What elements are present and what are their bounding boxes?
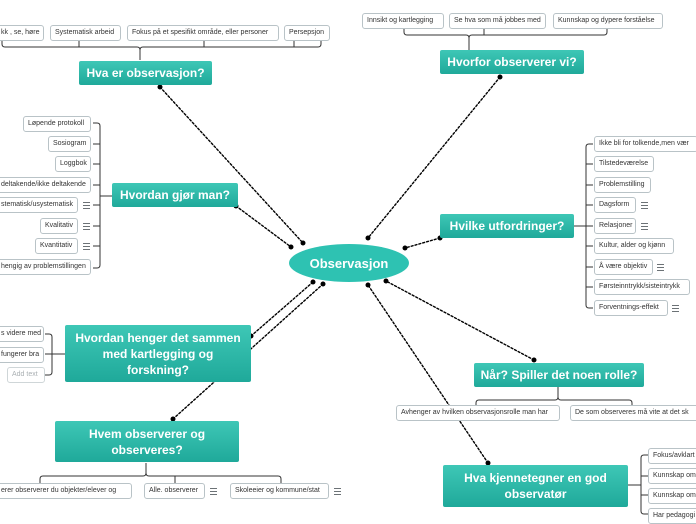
add-text-placeholder[interactable]: Add text: [7, 367, 45, 383]
note-icon[interactable]: [83, 202, 90, 209]
leaf-hvorfor-2[interactable]: Kunnskap og dypere forståelse: [553, 13, 663, 29]
leaf-utfordringer-8[interactable]: Forventnings-effekt: [594, 300, 668, 316]
leaf-hvem-0[interactable]: erer observerer du objekter/elever og: [0, 483, 132, 499]
leaf-hva-3[interactable]: Persepsjon: [284, 25, 330, 41]
branch-hvem-observerer[interactable]: Hvem observerer og observeres?: [55, 421, 239, 462]
leaf-hvordan-1[interactable]: Sosiogram: [48, 136, 91, 152]
leaf-kjennetegn-1[interactable]: Kunnskap om: [648, 468, 696, 484]
leaf-henger-1[interactable]: fungerer bra: [0, 347, 44, 363]
leaf-hvordan-6[interactable]: Kvantitativ: [35, 238, 78, 254]
leaf-hva-1[interactable]: Systematisk arbeid: [50, 25, 121, 41]
leaf-utfordringer-5[interactable]: Kultur, alder og kjønn: [594, 238, 674, 254]
leaf-hvem-2[interactable]: Skoleeier og kommune/stat: [230, 483, 329, 499]
branch-hvorfor-observerer-vi[interactable]: Hvorfor observerer vi?: [440, 50, 584, 74]
note-icon[interactable]: [83, 243, 90, 250]
leaf-utfordringer-2[interactable]: Problemstilling: [594, 177, 651, 193]
leaf-hvordan-2[interactable]: Loggbok: [55, 156, 91, 172]
note-icon[interactable]: [672, 305, 679, 312]
leaf-hva-2[interactable]: Fokus på et spesifikt område, eller pers…: [127, 25, 279, 41]
branch-hvordan-gjor-man[interactable]: Hvordan gjør man?: [112, 183, 238, 207]
leaf-hva-0[interactable]: kk , se, høre: [0, 25, 44, 41]
leaf-utfordringer-4[interactable]: Relasjoner: [594, 218, 636, 234]
leaf-kjennetegn-3[interactable]: Har pedagogi: [648, 508, 696, 524]
leaf-hvordan-4[interactable]: stematisk/usystematisk: [0, 197, 78, 213]
branch-nar-spiller-det-rolle[interactable]: Når? Spiller det noen rolle?: [474, 363, 644, 387]
leaf-hvorfor-1[interactable]: Se hva som må jobbes med: [449, 13, 546, 29]
leaf-utfordringer-3[interactable]: Dagsform: [594, 197, 636, 213]
leaf-hvem-1[interactable]: Alle. observerer: [144, 483, 205, 499]
note-icon[interactable]: [657, 264, 664, 271]
branch-hvilke-utfordringer[interactable]: Hvilke utfordringer?: [440, 214, 574, 238]
branch-hva-er-observasjon[interactable]: Hva er observasjon?: [79, 61, 212, 85]
leaf-hvordan-0[interactable]: Løpende protokoll: [23, 116, 91, 132]
leaf-hvordan-5[interactable]: Kvalitativ: [40, 218, 78, 234]
note-icon[interactable]: [334, 488, 341, 495]
leaf-henger-0[interactable]: s videre med: [0, 326, 44, 342]
leaf-spiller-0[interactable]: Avhenger av hvilken observasjonsrolle ma…: [396, 405, 560, 421]
leaf-spiller-1[interactable]: De som observeres må vite at det sk: [570, 405, 696, 421]
note-icon[interactable]: [210, 488, 217, 495]
leaf-utfordringer-7[interactable]: Førsteinntrykk/sisteintrykk: [594, 279, 690, 295]
leaf-utfordringer-0[interactable]: Ikke bli for tolkende,men vær: [594, 136, 696, 152]
leaf-hvorfor-0[interactable]: Innsikt og kartlegging: [362, 13, 444, 29]
leaf-kjennetegn-2[interactable]: Kunnskap om: [648, 488, 696, 504]
leaf-hvordan-7[interactable]: hengig av problemstillingen: [0, 259, 91, 275]
note-icon[interactable]: [83, 223, 90, 230]
branch-hvordan-henger-det-sammen[interactable]: Hvordan henger det sammen med kartleggin…: [65, 325, 251, 382]
note-icon[interactable]: [641, 223, 648, 230]
central-topic[interactable]: Observasjon: [289, 244, 409, 282]
note-icon[interactable]: [641, 202, 648, 209]
branch-hva-kjennetegner[interactable]: Hva kjennetegner en god observatør: [443, 465, 628, 507]
leaf-kjennetegn-0[interactable]: Fokus/avklart: [648, 448, 696, 464]
leaf-utfordringer-1[interactable]: Tilstedeværelse: [594, 156, 654, 172]
leaf-utfordringer-6[interactable]: Å være objektiv: [594, 259, 653, 275]
leaf-hvordan-3[interactable]: deltakende/ikke deltakende: [0, 177, 91, 193]
